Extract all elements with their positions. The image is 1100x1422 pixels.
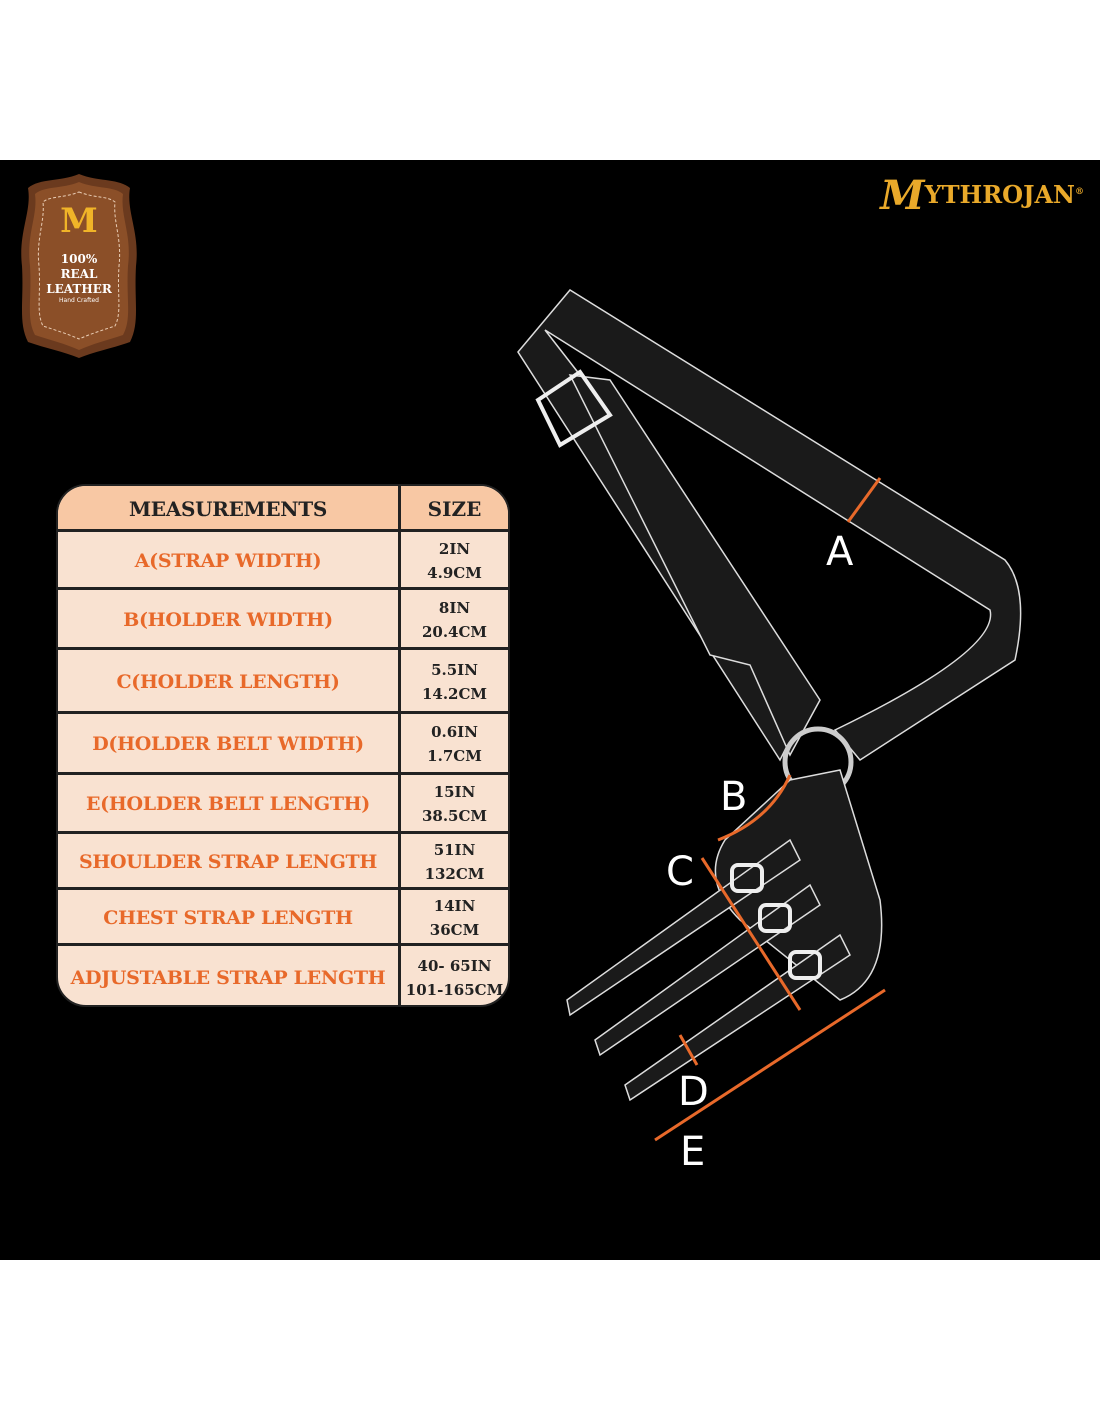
brand-initial: M (880, 172, 925, 219)
size-in: 14IN (433, 896, 476, 915)
table-row: E(HOLDER BELT LENGTH) 15IN 38.5CM (58, 772, 508, 833)
row-label: CHEST STRAP LENGTH (58, 890, 401, 945)
table-row: D(HOLDER BELT WIDTH) 0.6IN 1.7CM (58, 711, 508, 774)
buckle (535, 369, 613, 448)
size-in: 5.5IN (431, 660, 478, 679)
badge-sub: Hand Crafted (59, 297, 99, 304)
brand-reg: ® (1075, 187, 1084, 197)
row-label: E(HOLDER BELT LENGTH) (58, 775, 401, 833)
row-size: 14IN 36CM (401, 890, 508, 945)
size-cm: 101-165CM (405, 980, 504, 999)
size-cm: 36CM (429, 920, 480, 939)
row-label: D(HOLDER BELT WIDTH) (58, 714, 401, 774)
table-row: A(STRAP WIDTH) 2IN 4.9CM (58, 529, 508, 589)
belt-buckle (758, 903, 792, 933)
size-in: 15IN (433, 783, 476, 801)
row-label: C(HOLDER LENGTH) (58, 650, 401, 713)
table-row: CHEST STRAP LENGTH 14IN 36CM (58, 887, 508, 945)
size-in: 0.6IN (431, 723, 478, 741)
label-b: B (720, 774, 747, 820)
measure-b (717, 774, 792, 842)
row-size: 8IN 20.4CM (401, 590, 508, 649)
table-row: SHOULDER STRAP LENGTH 51IN 132CM (58, 831, 508, 889)
table-row: B(HOLDER WIDTH) 8IN 20.4CM (58, 587, 508, 649)
size-cm: 132CM (424, 864, 485, 883)
belt-buckle (730, 863, 764, 893)
row-size: 5.5IN 14.2CM (401, 650, 508, 713)
belt-buckle (788, 950, 822, 980)
badge-line3: LEATHER (46, 282, 112, 296)
row-label: ADJUSTABLE STRAP LENGTH (58, 946, 401, 1005)
size-cm: 38.5CM (421, 807, 488, 825)
label-c: C (666, 849, 694, 895)
header-measurements: MEASUREMENTS (58, 486, 401, 531)
holder-belt-1 (566, 838, 801, 1017)
front-strap (568, 374, 821, 757)
size-in: 2IN (438, 539, 471, 558)
row-size: 0.6IN 1.7CM (401, 714, 508, 774)
size-cm: 20.4CM (421, 622, 488, 641)
badge-line2: REAL (60, 267, 98, 281)
badge-monogram: M (60, 201, 98, 241)
label-d: D (678, 1069, 709, 1115)
table-row: ADJUSTABLE STRAP LENGTH 40- 65IN 101-165C… (58, 943, 508, 1005)
size-cm: 4.9CM (427, 563, 482, 582)
row-label: B(HOLDER WIDTH) (58, 590, 401, 649)
badge-text: 100% REAL LEATHER Hand Crafted (18, 252, 140, 305)
brand-rest: YTHROJAN (924, 180, 1075, 209)
label-a: A (826, 529, 854, 575)
size-in: 40- 65IN (417, 956, 492, 975)
row-label: SHOULDER STRAP LENGTH (58, 834, 401, 889)
label-e: E (680, 1129, 705, 1175)
measure-a (846, 477, 882, 523)
brand-logo: MYTHROJAN® (880, 172, 1084, 219)
leather-badge: M (21, 174, 137, 358)
size-in: 8IN (438, 598, 471, 617)
badge-line1: 100% (60, 252, 98, 266)
measure-c (700, 857, 802, 1011)
size-in: 51IN (433, 840, 476, 859)
header-size: SIZE (427, 496, 482, 521)
holder-belt-2 (594, 883, 821, 1057)
row-size: 15IN 38.5CM (401, 775, 508, 833)
row-size: 40- 65IN 101-165CM (401, 946, 508, 1005)
row-size: 2IN 4.9CM (401, 532, 508, 589)
size-cm: 1.7CM (427, 747, 482, 765)
row-size: 51IN 132CM (401, 834, 508, 889)
table-header: MEASUREMENTS SIZE (58, 486, 508, 531)
measure-e (654, 988, 886, 1142)
measurements-table: MEASUREMENTS SIZE A(STRAP WIDTH) 2IN 4.9C… (56, 484, 510, 1007)
row-label: A(STRAP WIDTH) (58, 532, 401, 589)
size-cm: 14.2CM (421, 684, 488, 703)
table-row: C(HOLDER LENGTH) 5.5IN 14.2CM (58, 647, 508, 713)
measure-d (678, 1034, 699, 1066)
